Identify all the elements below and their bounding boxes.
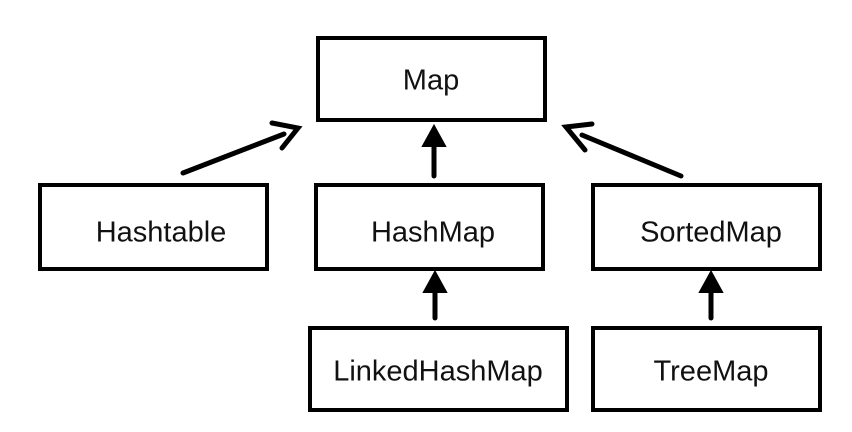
arrow-head-icon bbox=[561, 121, 595, 153]
node-label: LinkedHashMap bbox=[333, 356, 543, 388]
node-box bbox=[591, 326, 822, 412]
node-label: HashMap bbox=[371, 217, 495, 249]
edge-hashmap-to-map bbox=[421, 123, 447, 179]
node-box bbox=[308, 326, 569, 412]
node-label: SortedMap bbox=[640, 217, 782, 249]
arrow-head-icon bbox=[269, 120, 303, 151]
node-linkedhashmap: LinkedHashMap bbox=[308, 326, 569, 412]
arrow-head-icon bbox=[421, 123, 447, 147]
node-map: Map bbox=[316, 36, 547, 122]
edge-line bbox=[579, 132, 684, 179]
node-box bbox=[591, 183, 822, 271]
node-box bbox=[38, 183, 269, 271]
edge-treemap-to-sortedmap bbox=[698, 269, 724, 321]
edge-hashtable-to-map bbox=[180, 120, 303, 176]
edge-line bbox=[180, 131, 287, 176]
node-treemap: TreeMap bbox=[591, 326, 822, 412]
edge-linkedhashmap-to-hashmap bbox=[422, 269, 448, 321]
node-sortedmap: SortedMap bbox=[591, 183, 822, 271]
node-box bbox=[316, 36, 547, 122]
node-label: TreeMap bbox=[654, 356, 769, 388]
arrow-head-icon bbox=[698, 269, 724, 293]
edge-sortedmap-to-map bbox=[561, 121, 684, 179]
node-hashmap: HashMap bbox=[314, 183, 545, 271]
node-box bbox=[314, 183, 545, 271]
arrow-head-icon bbox=[422, 269, 448, 293]
node-label: Map bbox=[403, 65, 459, 97]
node-hashtable: Hashtable bbox=[38, 183, 269, 271]
node-label: Hashtable bbox=[96, 217, 227, 249]
